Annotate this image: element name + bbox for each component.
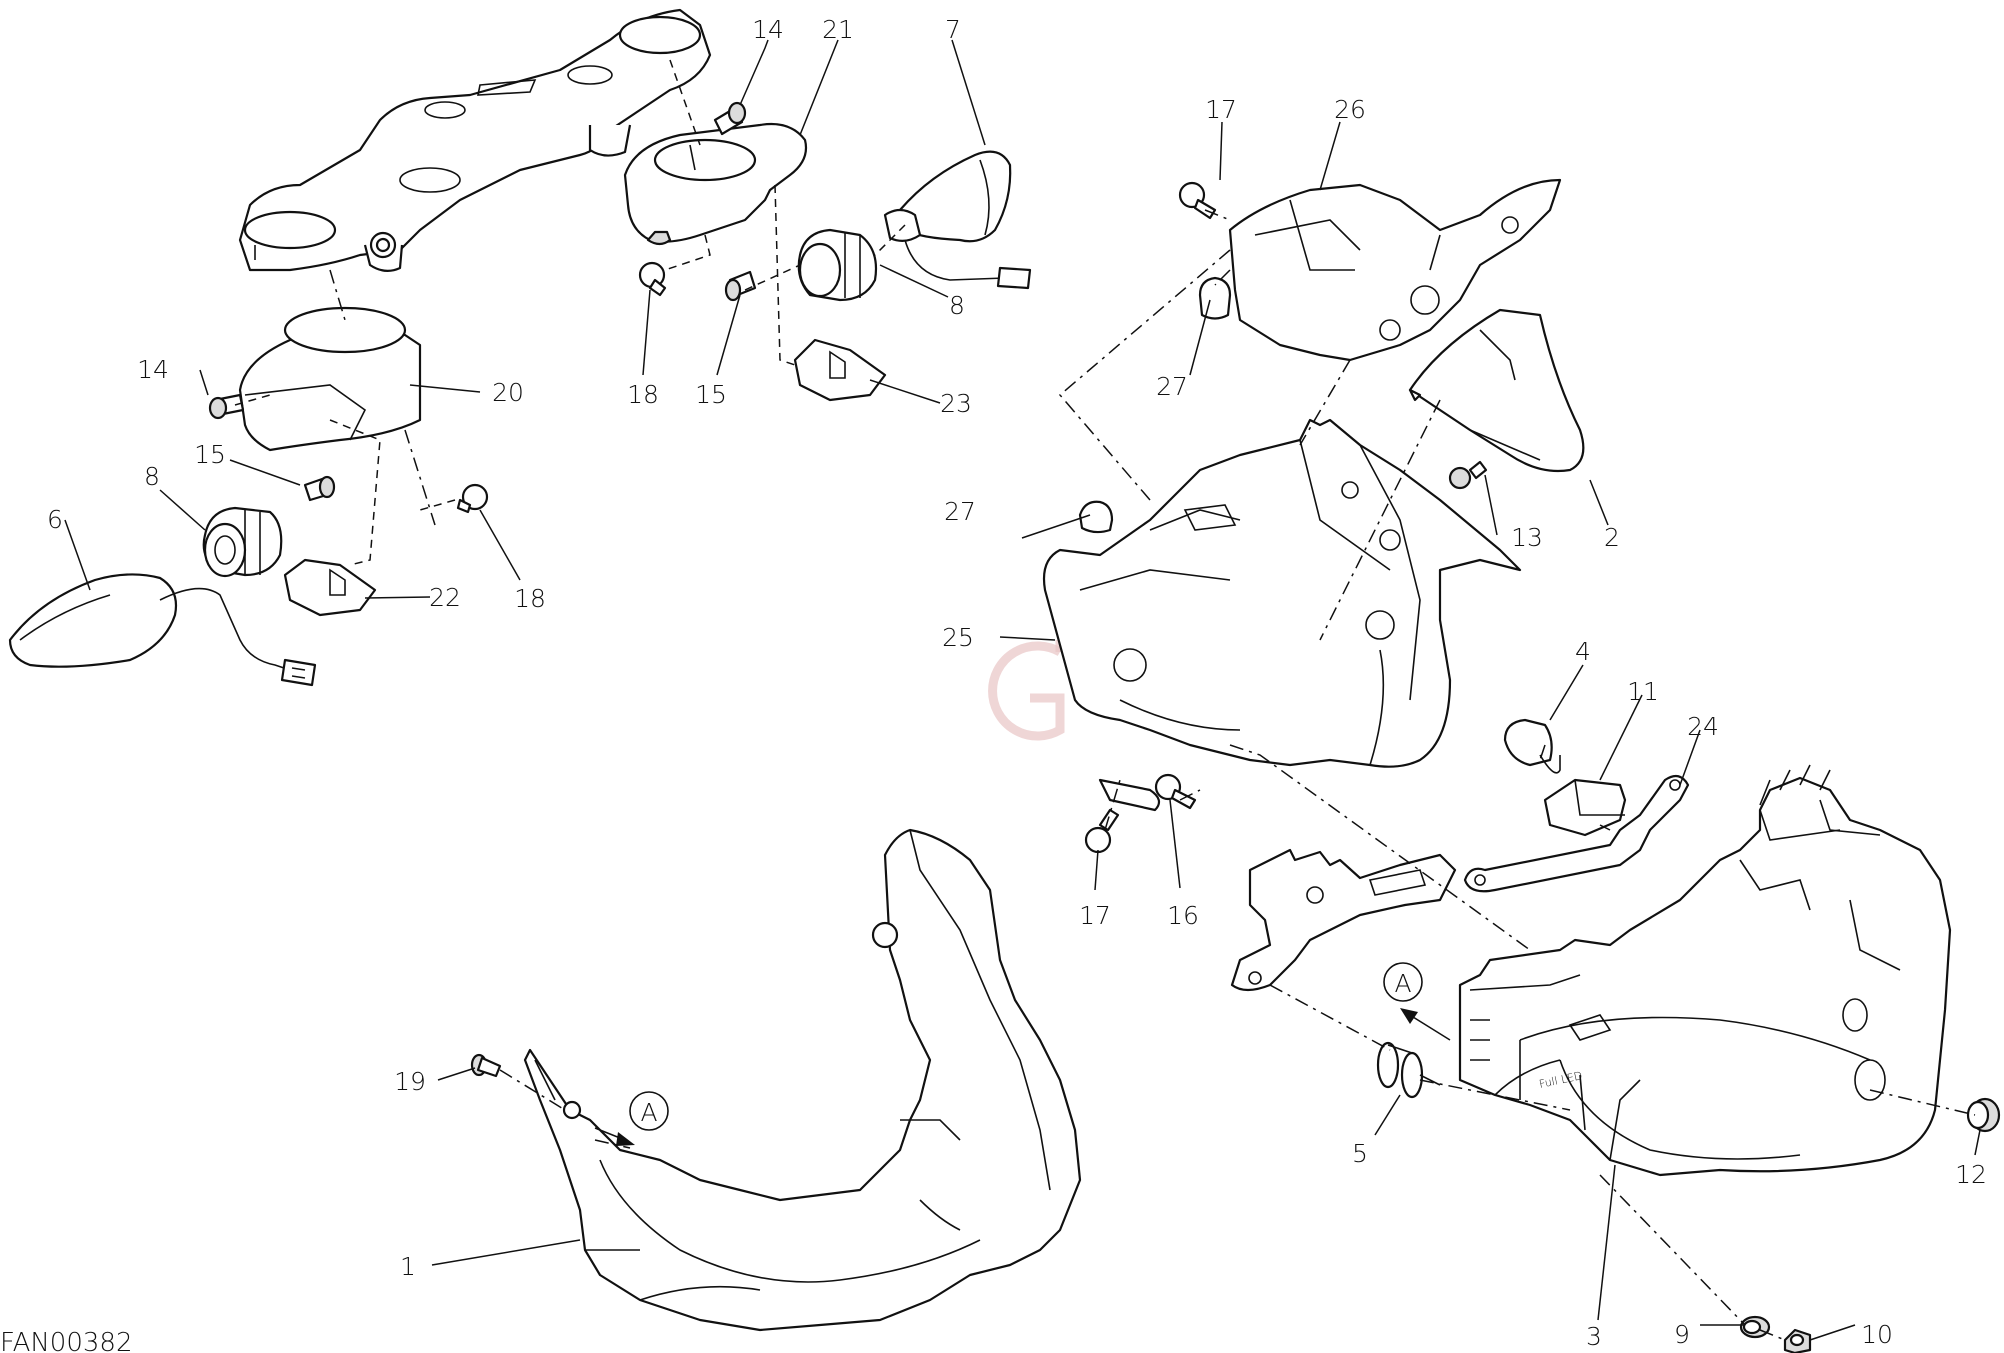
- part-8-grommet-top: [797, 228, 878, 302]
- callout-12: 12: [1955, 1160, 1987, 1189]
- reference-arrow-a-upper: A: [1383, 962, 1451, 1041]
- callout-labels: 1 2 3 4 5 6 7 8 8 9 10 11 12 13 14 14 15…: [47, 15, 1987, 1351]
- callout-8-left: 8: [144, 462, 160, 491]
- headlight-bracket: [1230, 848, 1457, 992]
- callout-25: 25: [942, 623, 974, 652]
- part-8-grommet-left: [202, 506, 283, 578]
- callout-11: 11: [1627, 677, 1659, 706]
- callout-14-top: 14: [752, 15, 784, 44]
- callout-23: 23: [940, 389, 972, 418]
- callout-15-left: 15: [194, 440, 226, 469]
- part-27-plug-middle: [1078, 500, 1114, 534]
- part-13-nut: [1448, 460, 1488, 490]
- callout-24: 24: [1687, 712, 1719, 741]
- part-18-fastener-left: [456, 483, 489, 514]
- part-15-screw-left: [303, 475, 336, 502]
- callout-9: 9: [1674, 1320, 1690, 1349]
- callout-2: 2: [1604, 523, 1620, 552]
- part-17-screw-top: [1178, 181, 1217, 220]
- part-10-nut: [1783, 1328, 1812, 1353]
- callout-16: 16: [1167, 901, 1199, 930]
- part-17-screw-bottom: [1084, 808, 1120, 854]
- part-19-screw: [470, 1053, 502, 1078]
- callout-20: 20: [492, 378, 524, 407]
- callout-3: 3: [1586, 1322, 1602, 1351]
- part-6-left-turn-signal: [8, 573, 317, 687]
- part-14-screw-left: [208, 393, 245, 420]
- callout-17-bottom: 17: [1079, 901, 1111, 930]
- assembly-lines-top-left: [234, 59, 906, 566]
- drawing-code: FAN00382: [0, 1328, 133, 1353]
- callout-6: 6: [47, 505, 63, 534]
- part-1-lower-fairing: [523, 828, 1082, 1332]
- ref-a-lower-text: A: [640, 1098, 657, 1127]
- part-16-screw: [1154, 773, 1197, 810]
- part-4-bulb-holder: [1503, 718, 1561, 774]
- callout-27-top: 27: [1156, 372, 1188, 401]
- reference-arrow-a-lower: A: [594, 1091, 669, 1146]
- assembly-lines-right: [499, 209, 1976, 1341]
- part-3-headlight: Full LED: [1458, 764, 1952, 1177]
- leader-lines: [64, 39, 1981, 1341]
- callout-18-top: 18: [627, 380, 659, 409]
- callout-14-left: 14: [137, 355, 169, 384]
- part-25-support-frame: [1042, 418, 1522, 812]
- ref-a-upper-text: A: [1394, 969, 1411, 998]
- part-2-cover: [1408, 308, 1585, 473]
- part-26-instrument-housing: [1228, 178, 1562, 362]
- part-24-bracket: [1463, 774, 1690, 893]
- part-21-right-clamp-cover: [623, 122, 808, 246]
- callout-5: 5: [1352, 1139, 1368, 1168]
- part-23-clip: [793, 338, 887, 402]
- callout-18-left: 18: [514, 584, 546, 613]
- callout-17-top: 17: [1205, 95, 1237, 124]
- part-22-clip: [283, 558, 377, 617]
- upper-triple-clamp: [238, 8, 712, 272]
- callout-4: 4: [1575, 637, 1591, 666]
- part-14-screw-top: [713, 101, 747, 136]
- callout-27-middle: 27: [944, 497, 976, 526]
- part-15-screw-top: [724, 270, 757, 302]
- callout-7: 7: [945, 15, 961, 44]
- callout-10: 10: [1861, 1320, 1893, 1349]
- callout-1: 1: [400, 1252, 416, 1281]
- callout-21: 21: [822, 15, 854, 44]
- callout-26: 26: [1334, 95, 1366, 124]
- part-11-bracket: [1543, 778, 1627, 837]
- part-9-washer: [1739, 1315, 1771, 1339]
- callout-8-top: 8: [949, 291, 965, 320]
- callout-19: 19: [394, 1067, 426, 1096]
- watermark-logo: [988, 640, 1065, 741]
- part-20-left-clamp-cover: [238, 306, 422, 452]
- callout-13: 13: [1511, 523, 1543, 552]
- callout-22: 22: [429, 583, 461, 612]
- part-18-fastener-top: [638, 261, 667, 297]
- part-7-right-turn-signal: [883, 150, 1032, 290]
- part-12-grommet: [1966, 1097, 2001, 1133]
- callout-15-top: 15: [695, 380, 727, 409]
- part-5-rubber-mount: [1376, 1041, 1441, 1099]
